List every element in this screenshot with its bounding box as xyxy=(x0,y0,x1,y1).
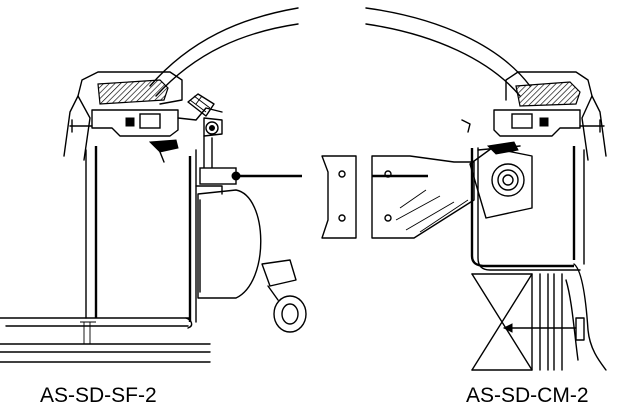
glazing-arc-inner-left xyxy=(155,23,299,97)
clip-arm-right xyxy=(477,145,521,151)
bracket-plate-right xyxy=(371,155,475,239)
frame-vertical-inner-right xyxy=(477,147,581,271)
deck-return-left xyxy=(185,317,193,329)
caption-left: AS-SD-SF-2 xyxy=(40,384,157,407)
bracket-hole-2 xyxy=(338,214,346,222)
operator-body-left xyxy=(197,189,262,299)
pulley-inner-right xyxy=(502,174,514,186)
crank-eye-hole-left xyxy=(281,303,299,325)
nailer-layers xyxy=(539,273,563,371)
hinge-fitting-left xyxy=(187,93,223,137)
extrusion-right xyxy=(493,109,581,137)
frame-post-left xyxy=(203,135,213,171)
detail-left xyxy=(0,7,307,363)
detail-right xyxy=(365,7,607,371)
bracket-hole-1 xyxy=(338,170,346,178)
glazing-arc-outer-right xyxy=(365,7,531,87)
bolt-right xyxy=(579,119,605,133)
arm-pivot-left xyxy=(231,171,241,181)
clip-leg-left xyxy=(159,151,165,163)
cap-bolt-stub-right xyxy=(461,119,471,133)
arm-block-left xyxy=(199,167,237,185)
flashing-inner-right xyxy=(565,279,579,361)
nailer-block-cross xyxy=(471,273,533,371)
cap-lip-left xyxy=(63,95,91,161)
glazing-arc-inner-right xyxy=(365,23,521,97)
bracket-arm-left xyxy=(177,107,223,121)
crank-shaft-left xyxy=(261,259,297,287)
curb-cap-right xyxy=(505,71,593,101)
gasket-hatch-left xyxy=(97,79,169,105)
nailer-block-outline xyxy=(471,273,533,371)
fastener-left xyxy=(125,117,135,127)
gasket-hatch-right xyxy=(515,81,581,107)
screw-head-right xyxy=(575,317,585,341)
screw-tip-right xyxy=(502,323,513,333)
flashing-right xyxy=(573,263,607,371)
curb-cap-left xyxy=(77,71,183,105)
bracket-hole-4 xyxy=(384,214,392,222)
crank-link-left xyxy=(267,285,279,301)
drive-bracket-center xyxy=(321,155,475,239)
cap-lip-right xyxy=(581,95,607,161)
extrusion-slot-left xyxy=(139,113,161,129)
glazing-arc-outer-left xyxy=(149,7,299,87)
fastener-right xyxy=(539,117,549,127)
clip-left xyxy=(148,139,179,153)
extrusion-left xyxy=(91,109,179,137)
pulley-housing-right xyxy=(469,147,533,219)
deck-fastener-left xyxy=(80,321,96,344)
frame-floor-right xyxy=(470,255,574,268)
caption-right: AS-SD-CM-2 xyxy=(466,384,589,407)
bracket-crosshatch xyxy=(395,189,469,233)
bracket-plate-outline xyxy=(321,155,357,239)
bolt-left xyxy=(69,119,93,133)
extrusion-slot-right xyxy=(511,113,533,129)
